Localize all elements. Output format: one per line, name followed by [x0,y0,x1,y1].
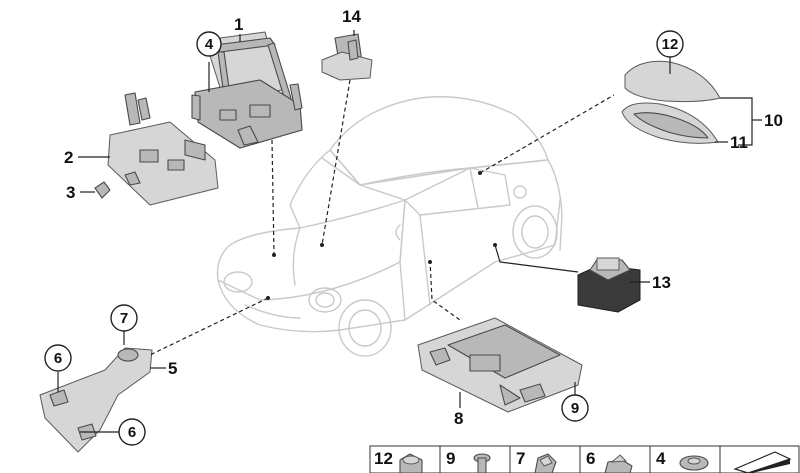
callout-2-label: 2 [64,148,73,167]
callout-9-label: 9 [571,400,579,417]
callout-13-label: 13 [652,273,671,292]
callout-5-label: 5 [168,359,177,378]
legend-label-4: 4 [656,449,666,468]
callout-6-top-label: 6 [54,350,62,367]
part-front-bracket [39,347,153,453]
car-outline [216,96,563,357]
callout-7: 7 [110,304,138,332]
callout-10: 10 [764,111,783,130]
callout-6-bottom-label: 6 [128,424,136,441]
callout-9: 9 [561,394,589,422]
parts-legend: 12 9 7 6 4 [369,445,800,473]
callout-8: 8 [454,409,463,428]
clip-icon [534,453,557,473]
part-small-bracket [321,33,373,81]
callout-6-bottom: 6 [118,418,146,446]
callout-12-label: 12 [662,36,679,53]
grommet-icon [679,455,709,471]
callout-2: 2 [64,148,73,167]
callout-1: 1 [234,15,243,34]
callout-6-top: 6 [44,344,72,372]
callout-11-label: 11 [730,133,748,152]
nut-icon [399,453,423,473]
legend-label-6: 6 [586,449,595,468]
legend-label-12: 12 [374,449,393,468]
callout-3-label: 3 [66,183,75,202]
expanding-nut-icon [604,454,633,473]
callout-4: 4 [196,31,222,57]
part-floor-plate [417,317,583,413]
callout-14-label: 14 [342,7,361,26]
part-lower-bracket [94,92,219,206]
bolt-icon [473,453,491,473]
leader-lines [57,30,762,433]
callout-12: 12 [656,30,684,58]
callout-5: 5 [168,359,177,378]
legend-label-9: 9 [446,449,455,468]
callout-8-label: 8 [454,409,463,428]
part-control-module [577,257,641,313]
callout-7-label: 7 [120,310,128,327]
callout-13: 13 [652,273,671,292]
callout-10-label: 10 [764,111,783,130]
callout-1-label: 1 [234,15,243,34]
callout-3: 3 [66,183,75,202]
callout-14: 14 [342,7,361,26]
callout-11: 11 [730,133,748,152]
part-battery-tray-bracket [191,31,303,149]
legend-label-7: 7 [516,449,525,468]
part-cover-assembly [621,60,721,144]
callout-4-label: 4 [205,36,214,53]
arrow-indicator-icon [733,451,792,473]
